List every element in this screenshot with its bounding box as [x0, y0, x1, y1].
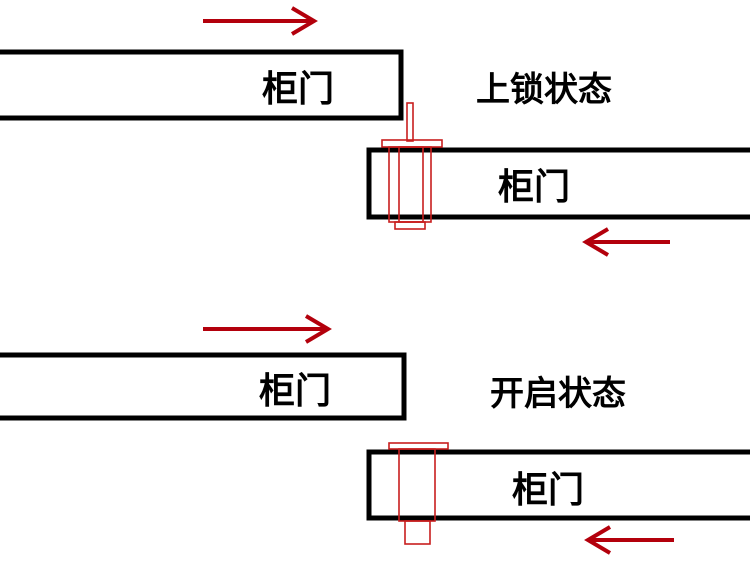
- open-state-group: 柜门 开启状态 柜门: [0, 314, 750, 555]
- locked-state-label: 上锁状态: [476, 70, 612, 110]
- upper-door-label: 柜门: [262, 69, 334, 110]
- arrow-left-icon: [584, 525, 674, 555]
- arrow-right-icon: [203, 314, 332, 344]
- lower-door-open: 柜门: [366, 449, 750, 521]
- lower-door-label: 柜门: [498, 167, 570, 208]
- upper-door-label: 柜门: [259, 371, 331, 412]
- lower-door-label: 柜门: [512, 470, 584, 511]
- lock-pin-icon: [388, 442, 449, 545]
- open-state-label: 开启状态: [490, 374, 626, 414]
- arrow-right-icon: [203, 6, 318, 36]
- upper-door-open: 柜门: [0, 352, 407, 421]
- arrow-left-icon: [582, 227, 670, 257]
- locked-state-group: 柜门 上锁状态 柜门: [0, 6, 750, 257]
- lock-pin-icon: [381, 102, 443, 230]
- upper-door-locked: 柜门: [0, 49, 404, 121]
- lower-door-locked: 柜门: [366, 147, 750, 220]
